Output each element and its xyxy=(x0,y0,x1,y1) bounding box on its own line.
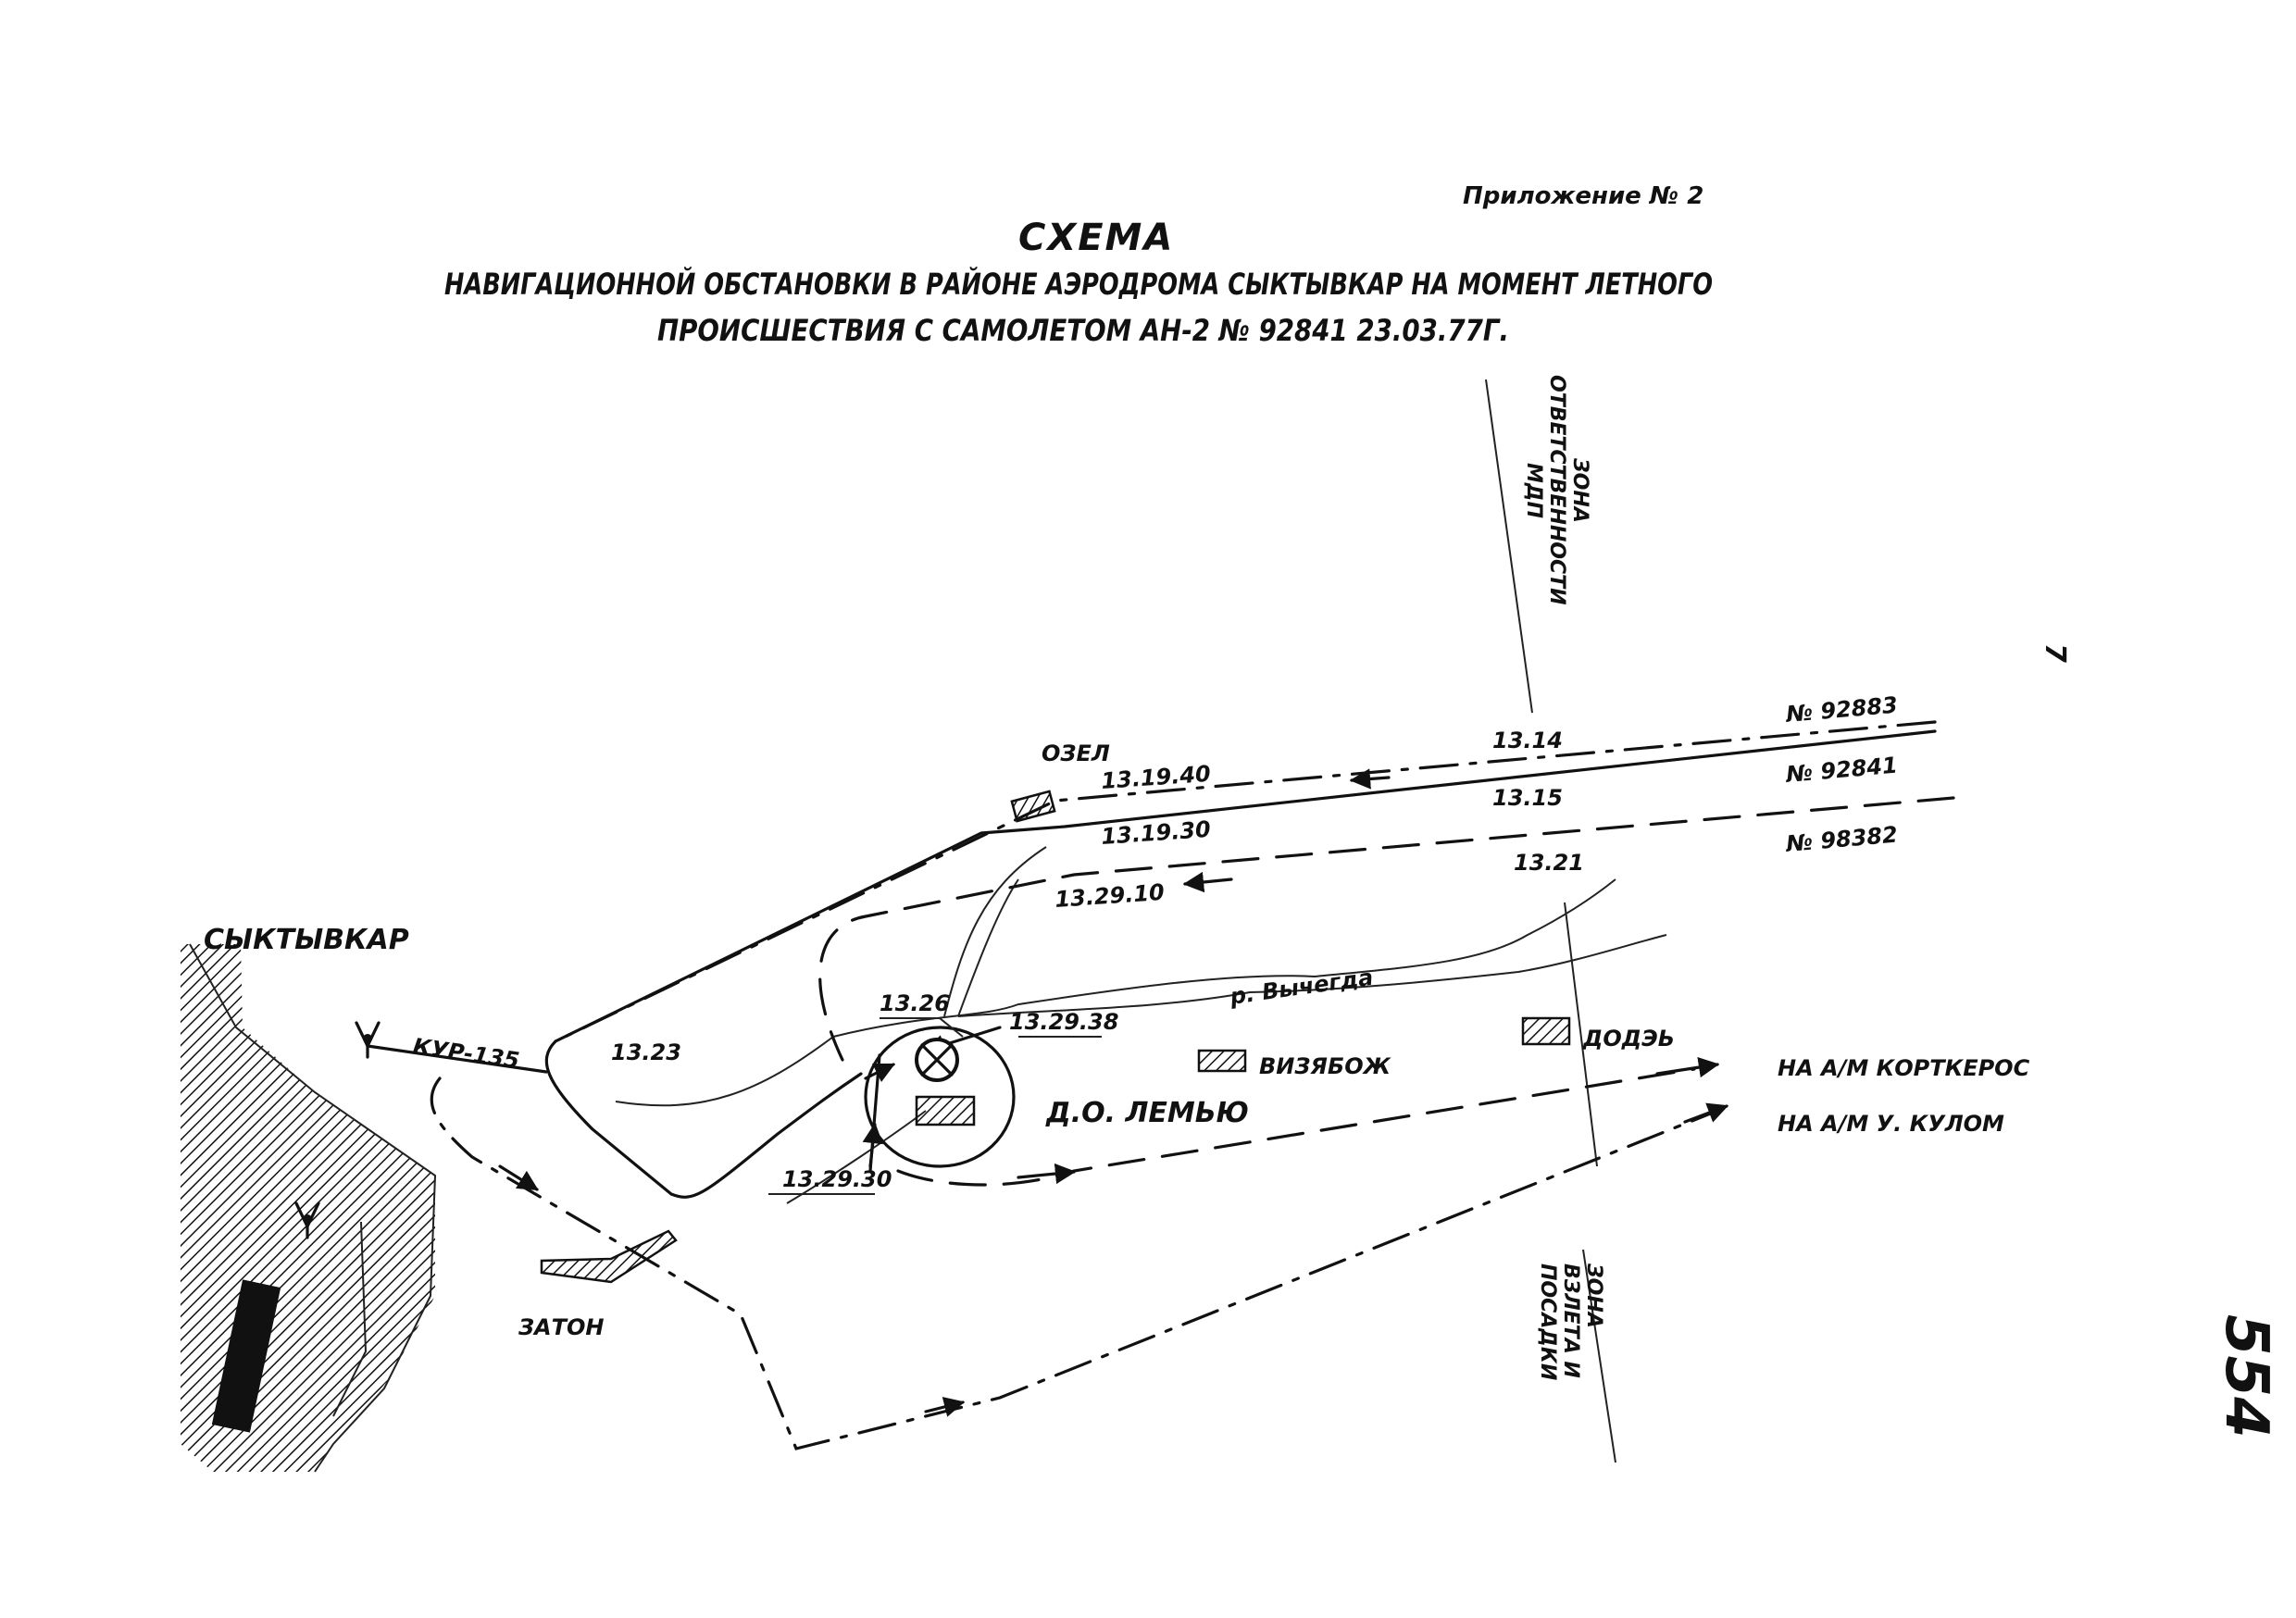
zone-takeoff-boundary-lower xyxy=(1582,1249,1616,1463)
lemyu-label: Д.О. ЛЕМЬЮ xyxy=(1045,1097,1249,1129)
appendix-label: Приложение № 2 xyxy=(1463,182,1703,210)
track-92883-arrow xyxy=(1349,768,1391,790)
zaton-building xyxy=(540,1229,678,1284)
river-label: р. Вычегда xyxy=(1228,965,1375,1011)
time-131940: 13.19.40 xyxy=(1100,761,1211,794)
scheme-subtitle-2: ПРОИСШЕСТВИЯ С САМОЛЕТОМ АН-2 № 92841 23… xyxy=(657,313,1509,348)
beacon-icon xyxy=(355,1021,381,1059)
dodz-label: ДОДЭЬ xyxy=(1582,1026,1675,1052)
route-ukulom xyxy=(430,1077,1719,1450)
time-marker-1326 xyxy=(868,1053,881,1173)
zone-takeoff-boundary-upper xyxy=(1564,902,1598,1167)
aircraft-92883-label: № 92883 xyxy=(1784,692,1899,728)
route-ukulom-arrow-1 xyxy=(498,1164,539,1191)
side-mark: 7 xyxy=(2039,643,2071,663)
zaton-label: ЗАТОН xyxy=(518,1314,604,1340)
time-leader-1326 xyxy=(880,1017,964,1038)
crash-site-icon xyxy=(915,1038,959,1082)
aircraft-98382-label: № 98382 xyxy=(1784,822,1899,858)
svg-text:МДП: МДП xyxy=(1522,463,1545,518)
track-98382 xyxy=(818,796,1955,1062)
route-ukulom-arrow-2 xyxy=(924,1397,966,1417)
vizyabozh-building xyxy=(1197,1049,1247,1073)
scheme-title: СХЕМА xyxy=(1018,217,1174,259)
lemyu-building xyxy=(915,1095,976,1126)
ozel-building xyxy=(1010,790,1056,823)
zone-takeoff-label: ЗОНА ВЗЛЕТА И ПОСАДКИ xyxy=(1536,1263,1605,1380)
vizyabozh-label: ВИЗЯБОЖ xyxy=(1259,1053,1391,1079)
city-label: СЫКТЫВКАР xyxy=(204,924,409,956)
holding-circle xyxy=(864,1026,1016,1168)
page-number: 554 xyxy=(2212,1314,2280,1438)
svg-text:ВЗЛЕТА И: ВЗЛЕТА И xyxy=(1559,1263,1582,1378)
time-1315: 13.15 xyxy=(1492,785,1563,811)
dodz-building xyxy=(1521,1016,1571,1046)
time-1326: 13.26 xyxy=(880,990,950,1016)
zone-responsibility-boundary xyxy=(1485,379,1533,714)
direction-ukulom: НА А/М У. КУЛОМ xyxy=(1778,1111,2004,1137)
runway xyxy=(211,1279,281,1433)
time-132910: 13.29.10 xyxy=(1054,879,1165,913)
course-line xyxy=(366,1044,548,1074)
time-132930: 13.29.30 xyxy=(782,1166,892,1192)
river-vychegda xyxy=(615,846,1667,1204)
time-132938: 13.29.38 xyxy=(1009,1009,1118,1035)
route-arrow-small xyxy=(1017,1163,1077,1185)
time-1314: 13.14 xyxy=(1492,728,1563,753)
beacon-icon-airfield xyxy=(294,1201,320,1239)
aircraft-92841-label: № 92841 xyxy=(1784,753,1899,789)
route-kortkeros-arrow xyxy=(1655,1056,1720,1078)
track-92841 xyxy=(544,729,1937,1199)
scheme-subtitle-1: НАВИГАЦИОННОЙ ОБСТАНОВКИ В РАЙОНЕ АЭРОДР… xyxy=(444,267,1713,302)
track-98382-arrow xyxy=(1182,871,1233,893)
svg-text:ЗОНА: ЗОНА xyxy=(1568,457,1591,523)
zone-responsibility-label: ЗОНА ОТВЕТСТВЕННОСТИ МДП xyxy=(1522,375,1591,605)
time-1321: 13.21 xyxy=(1514,850,1584,876)
route-ukulom-arrow-3 xyxy=(1683,1102,1729,1124)
svg-text:ПОСАДКИ: ПОСАДКИ xyxy=(1536,1263,1559,1380)
svg-text:ОТВЕТСТВЕННОСТИ: ОТВЕТСТВЕННОСТИ xyxy=(1545,375,1568,605)
ozel-label: ОЗЕЛ xyxy=(1042,741,1110,766)
direction-kortkeros: НА А/М КОРТКЕРОС xyxy=(1778,1055,2030,1081)
course-label: КУР-135 xyxy=(411,1033,521,1074)
time-1323: 13.23 xyxy=(611,1039,681,1065)
svg-text:ЗОНА: ЗОНА xyxy=(1582,1263,1605,1328)
